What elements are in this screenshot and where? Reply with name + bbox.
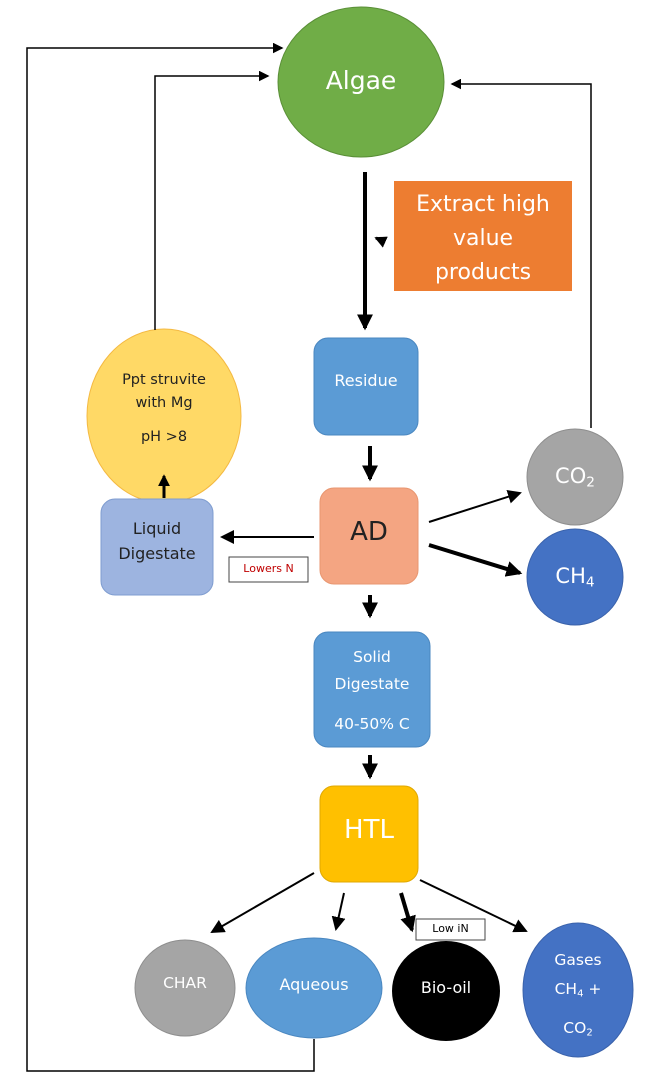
- struvite-label: Ppt struvite with Mg: [104, 369, 224, 415]
- arrow-ad-ch4: [428, 543, 523, 577]
- arrow-ad-co2: [428, 489, 522, 523]
- arrow-to-extract: [374, 236, 388, 248]
- liquid-line-2: Digestate: [118, 544, 196, 563]
- gases-ch4-main: CH: [554, 980, 578, 998]
- gases-plus: +: [583, 980, 602, 998]
- htl-node: [319, 785, 419, 883]
- bio-oil-node: [392, 941, 500, 1041]
- co2-sub: 2: [586, 474, 595, 491]
- gases-label: Gases CH4 + CO2: [523, 946, 633, 1047]
- struvite-line-1: Ppt struvite: [122, 372, 206, 388]
- solid-digestate-node: [313, 631, 431, 748]
- extract-line-1: Extract high: [416, 192, 550, 217]
- liquid-line-1: Liquid: [132, 519, 182, 538]
- htl-label: HTL: [344, 815, 394, 845]
- gases-co2-sub: 2: [586, 1027, 593, 1039]
- solid-line-1: Solid: [353, 648, 391, 666]
- extract-node: [394, 181, 572, 291]
- ad-node: [319, 487, 419, 585]
- recycle-aqueous-to-algae: [26, 42, 315, 1072]
- arrow-htl-char: [210, 872, 315, 934]
- carbon-label: 40-50% C: [334, 715, 410, 733]
- algae-node: [277, 6, 445, 158]
- recycle-co2-to-algae: [450, 78, 592, 428]
- arrow-htl-aqueous: [331, 892, 346, 931]
- ad-label: AD: [350, 517, 388, 547]
- gases-ch4-sub: 4: [577, 988, 584, 1000]
- ch4-node: [526, 528, 624, 626]
- gases-line-3: CO2: [523, 1014, 633, 1048]
- gases-line-1: Gases: [554, 951, 602, 969]
- aqueous-node: [245, 937, 383, 1039]
- lowers-n-label: Lowers N: [243, 562, 294, 575]
- arrow-htl-bio-oil: [399, 892, 416, 933]
- extract-line-2: value: [452, 226, 514, 251]
- ch4-main: CH: [555, 564, 586, 588]
- gases-line-2: CH4 +: [523, 975, 633, 1009]
- lowers-n-box: [228, 556, 309, 583]
- liquid-digestate-node: [100, 498, 214, 596]
- gases-co2-main: CO: [563, 1018, 587, 1037]
- low-in-label: Low iN: [432, 922, 469, 935]
- ch4-label: CH4: [527, 562, 623, 592]
- co2-label: CO2: [527, 462, 623, 492]
- residue-node: [313, 337, 419, 436]
- co2-node: [526, 428, 624, 526]
- arrow-htl-gases: [419, 879, 528, 933]
- low-in-box: [415, 918, 486, 941]
- recycle-struvite-to-algae: [154, 70, 270, 330]
- flow-arrows: [26, 42, 592, 1072]
- co2-main: CO: [555, 464, 587, 488]
- struvite-line-2: with Mg: [135, 395, 193, 411]
- char-node: [134, 939, 236, 1037]
- extract-label: Extract high value products: [394, 188, 572, 290]
- extract-line-3: products: [434, 260, 532, 285]
- algae-label: Algae: [325, 66, 397, 95]
- residue-label: Residue: [334, 371, 398, 390]
- solid-digestate-label: Solid Digestate: [314, 644, 430, 698]
- aqueous-label: Aqueous: [279, 975, 349, 994]
- ch4-sub: 4: [585, 574, 595, 591]
- gases-node: [522, 922, 634, 1058]
- solid-line-2: Digestate: [334, 675, 410, 693]
- ph-label: pH >8: [140, 429, 188, 445]
- char-label: CHAR: [163, 974, 207, 992]
- liquid-digestate-label: Liquid Digestate: [101, 516, 213, 566]
- bio-oil-label: Bio-oil: [420, 978, 472, 997]
